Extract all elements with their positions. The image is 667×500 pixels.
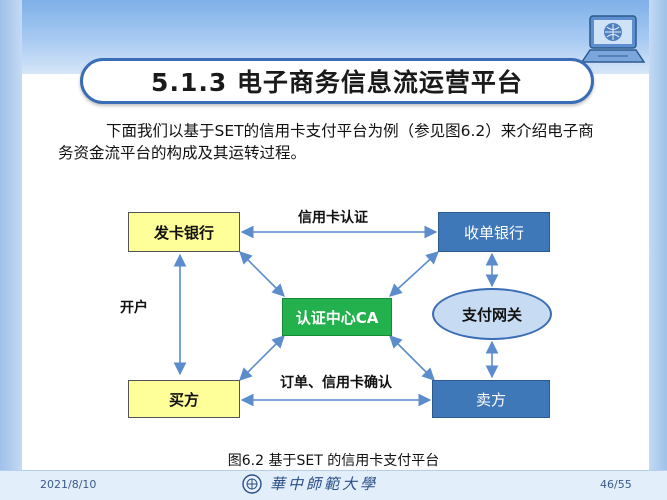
node-buyer: 买方 xyxy=(128,380,240,418)
left-frame xyxy=(0,0,22,500)
page-title: 5.1.3 电子商务信息流运营平台 xyxy=(151,68,523,97)
page-number: 46/55 xyxy=(600,478,632,491)
node-seller: 卖方 xyxy=(432,380,550,418)
node-issuer-bank: 发卡银行 xyxy=(128,212,240,252)
intro-paragraph: 下面我们以基于SET的信用卡支付平台为例（参见图6.2）来介绍电子商 务资金流平… xyxy=(58,120,628,164)
footer-school: 華中師範大學 xyxy=(242,473,378,494)
school-emblem-icon xyxy=(242,473,262,494)
laptop-globe-icon xyxy=(580,15,646,63)
intro-line-1: 下面我们以基于SET的信用卡支付平台为例（参见图6.2）来介绍电子商 xyxy=(106,122,594,140)
edge-label-open-account: 开户 xyxy=(120,300,148,316)
edge-label-card-auth: 信用卡认证 xyxy=(298,210,368,226)
footer-band xyxy=(0,470,667,500)
school-name: 華中師範大學 xyxy=(270,475,379,493)
footer-date: 2021/8/10 xyxy=(40,478,97,491)
right-frame xyxy=(649,0,667,500)
node-payment-gateway: 支付网关 xyxy=(432,288,552,340)
figure-caption: 图6.2 基于SET 的信用卡支付平台 xyxy=(227,453,440,469)
node-ca: 认证中心CA xyxy=(282,298,392,336)
intro-line-2: 务资金流平台的构成及其运转过程。 xyxy=(58,144,307,162)
edge-label-order-confirm: 订单、信用卡确认 xyxy=(280,375,392,391)
title-banner: 5.1.3 电子商务信息流运营平台 xyxy=(80,58,594,104)
node-acquirer-bank: 收单银行 xyxy=(438,212,550,252)
